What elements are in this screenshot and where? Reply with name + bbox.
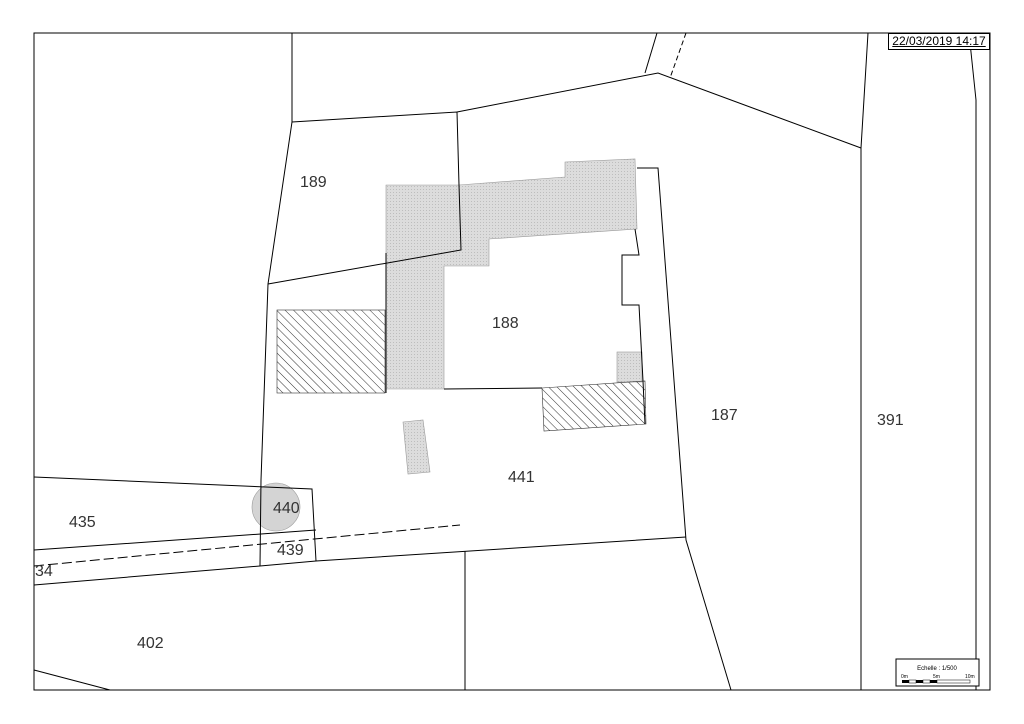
scale-tick-10: 10m	[965, 674, 975, 680]
scale-title: Echelle : 1/500	[917, 666, 957, 672]
parcel-label-187: 187	[711, 407, 738, 424]
scale-tick-5: 5m	[933, 674, 940, 680]
parcel-label-439: 439	[277, 542, 304, 559]
map-border	[33, 32, 991, 691]
building-main	[385, 158, 638, 390]
parcel-label-34: 34	[35, 563, 53, 580]
parcel-label-440: 440	[273, 500, 300, 517]
timestamp-box: 22/03/2019 14:17	[888, 33, 990, 50]
scale-bar: Echelle : 1/500 0m 5m 10m	[895, 658, 980, 687]
hatched-building-west	[276, 309, 386, 394]
hatched-building-east	[541, 380, 647, 432]
parcel-label-189: 189	[300, 174, 327, 191]
building-shed	[402, 419, 431, 475]
building-small-annex	[616, 351, 643, 383]
scale-tick-0: 0m	[901, 674, 908, 680]
parcel-label-435: 435	[69, 514, 96, 531]
parcel-label-441: 441	[508, 469, 535, 486]
parcel-label-402: 402	[137, 635, 164, 652]
parcel-boundaries	[33, 32, 977, 691]
well-circle	[251, 482, 301, 532]
parcel-label-188: 188	[492, 315, 519, 332]
timestamp-text: 22/03/2019 14:17	[892, 34, 986, 48]
parcel-label-391: 391	[877, 412, 904, 429]
